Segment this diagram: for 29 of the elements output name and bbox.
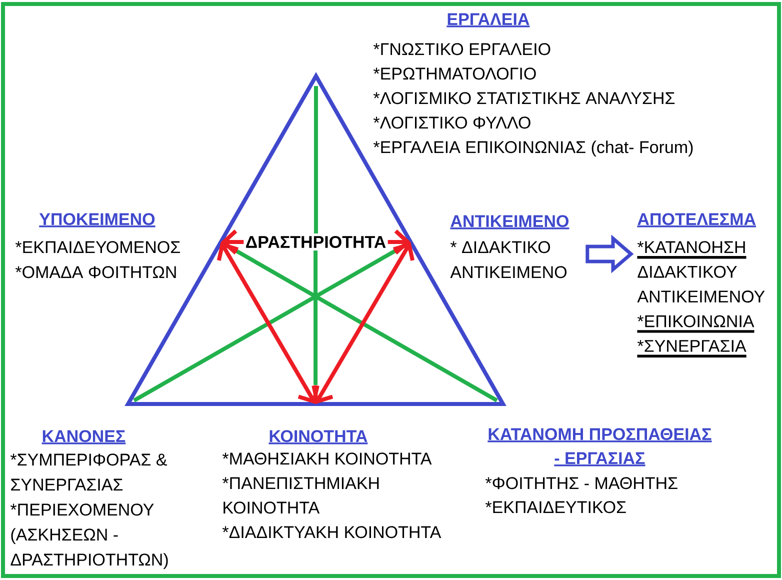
list-item: *ΛΟΓΙΣΜΙΚΟ ΣΤΑΤΙΣΤΙΚΗΣ ΑΝΑΛΥΣΗΣ: [373, 92, 675, 104]
list-item: *ΕΚΠΑΙΔΕΥΟΜΕΝΟΣ: [15, 241, 180, 254]
list-item: *ΕΡΓΑΛΕΙΑ ΕΠΙΚΟΙΝΩΝΙΑΣ (chat- Forum): [373, 140, 693, 156]
list-item: *ΔΙΑΔΙΚΤΥΑΚΗ ΚΟΙΝΟΤΗΤΑ: [222, 526, 442, 538]
list-item: *ΛΟΓΙΣΤΙΚΟ ΦΥΛΛΟ: [373, 116, 530, 129]
heading: ΑΝΤΙΚΕΙΜΕΝΟ: [450, 215, 570, 230]
list-item: *ΕΡΩΤΗΜΑΤΟΛΟΓΙΟ: [373, 68, 536, 80]
double-arrow: [216, 242, 320, 404]
edge-label: ΔΡΑΣΤΗΡΙΟΤΗΤΑ: [246, 236, 386, 248]
list-item: *ΦΟΙΤΗΤΗΣ - ΜΑΘΗΤΗΣ: [485, 477, 678, 490]
heading: ΥΠΟΚΕΙΜΕΝΟ: [39, 213, 156, 228]
heading: ΚΑΝΟΝΕΣ: [42, 430, 126, 444]
list-item: *ΚΑΤΑΝΟΗΣΗ ΔΙΔΑΚΤΙΚΟΥ ΑΝΤΙΚΕΙΜΕΝΟΥ: [637, 241, 765, 303]
list-item: *ΠΕΡΙΕΧΟΜΕΝΟΥ (ΑΣΚΗΣΕΩΝ - ΔΡΑΣΤΗΡΙΟΤΗΤΩΝ): [10, 504, 168, 569]
list-item: *ΟΜΑΔΑ ΦΟΙΤΗΤΩΝ: [15, 266, 176, 278]
heading: ΕΡΓΑΛΕΙΑ: [446, 13, 530, 28]
list-item: *ΜΑΘΗΣΙΑΚΗ ΚΟΙΝΟΤΗΤΑ: [222, 452, 432, 465]
list-item: *ΣΥΜΠΕΡΙΦΟΡΑΣ & ΣΥΝΕΡΓΑΣΙΑΣ: [10, 454, 167, 490]
block-arrow: [586, 234, 634, 274]
list-item: *ΕΚΠΑΙΔΕΥΤΙΚΟΣ: [485, 501, 626, 514]
list-item: *ΠΑΝΕΠΙΣΤΗΜΙΑΚΗ ΚΟΙΝΟΤΗΤΑ: [222, 477, 379, 514]
heading: ΚΟΙΝΟΤΗΤΑ: [268, 430, 368, 444]
list-item: *ΣΥΝΕΡΓΑΣΙΑ: [637, 340, 746, 358]
list-item: *ΕΠΙΚΟΙΝΩΝΙΑ: [637, 315, 754, 333]
heading: ΚΑΤΑΝΟΜΗ ΠΡΟΣΠΑΘΕΙΑΣ - ΕΡΓΑΣΙΑΣ: [488, 428, 712, 466]
double-arrow: [312, 242, 414, 404]
list-item: * ΔΙΔΑΚΤΙΚΟ ΑΝΤΙΚΕΙΜΕΝΟ: [450, 241, 566, 278]
list-item: *ΓΝΩΣΤΙΚΟ ΕΡΓΑΛΕΙΟ: [373, 43, 550, 56]
heading: ΑΠΟΤΕΛΕΣΜΑ: [637, 213, 756, 228]
